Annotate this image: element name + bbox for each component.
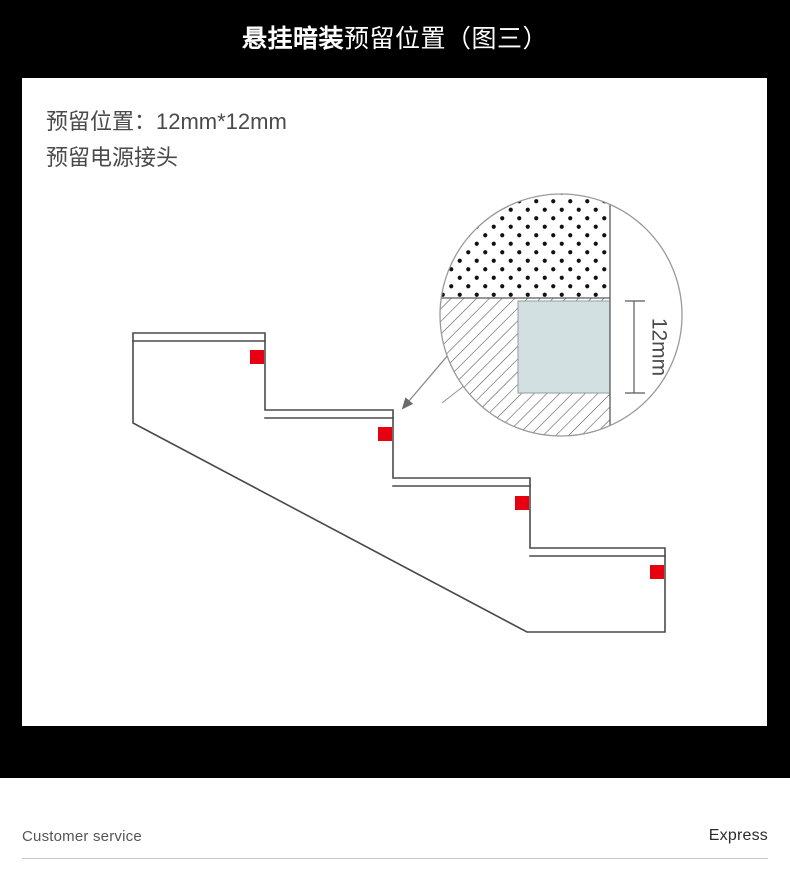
reserved-outlet-marker-3 bbox=[515, 496, 529, 510]
diagram-caption: 预留位置：12mm*12mm 预留电源接头 bbox=[46, 104, 287, 176]
detail-circle-outline bbox=[439, 193, 683, 437]
detail-reserved-cavity bbox=[517, 300, 611, 394]
reserved-outlet-marker-1 bbox=[250, 350, 264, 364]
footer-row: Customer service Express bbox=[22, 820, 768, 852]
staircase-outline bbox=[132, 332, 666, 633]
page-title-bold: 悬挂暗装 bbox=[241, 24, 344, 53]
footer-customer-service-link[interactable]: Customer service bbox=[22, 827, 142, 845]
staircase-body-path bbox=[132, 332, 666, 633]
page-title: 悬挂暗装预留位置（图三） bbox=[241, 24, 549, 53]
lower-black-band bbox=[0, 726, 790, 778]
footer-divider bbox=[22, 858, 768, 859]
reserved-outlet-marker-2 bbox=[378, 427, 392, 441]
reserved-outlet-markers bbox=[250, 350, 664, 579]
detail-dotted-layer bbox=[440, 194, 610, 298]
staircase-technical-drawing: 12mm bbox=[132, 193, 683, 633]
diagram-panel: 预留位置：12mm*12mm 预留电源接头 bbox=[22, 78, 767, 726]
reserved-outlet-marker-4 bbox=[650, 565, 664, 579]
title-band: 悬挂暗装预留位置（图三） bbox=[0, 0, 790, 78]
page-footer: Customer service Express bbox=[0, 778, 790, 893]
footer-express-link[interactable]: Express bbox=[708, 827, 768, 844]
caption-line-reserved-power: 预留电源接头 bbox=[46, 145, 179, 170]
dimension-12mm bbox=[625, 300, 645, 394]
dimension-12mm-label: 12mm bbox=[647, 318, 670, 376]
caption-line-reserved-size: 预留位置：12mm*12mm bbox=[46, 109, 287, 134]
page-title-normal: 预留位置（图三） bbox=[344, 24, 549, 53]
